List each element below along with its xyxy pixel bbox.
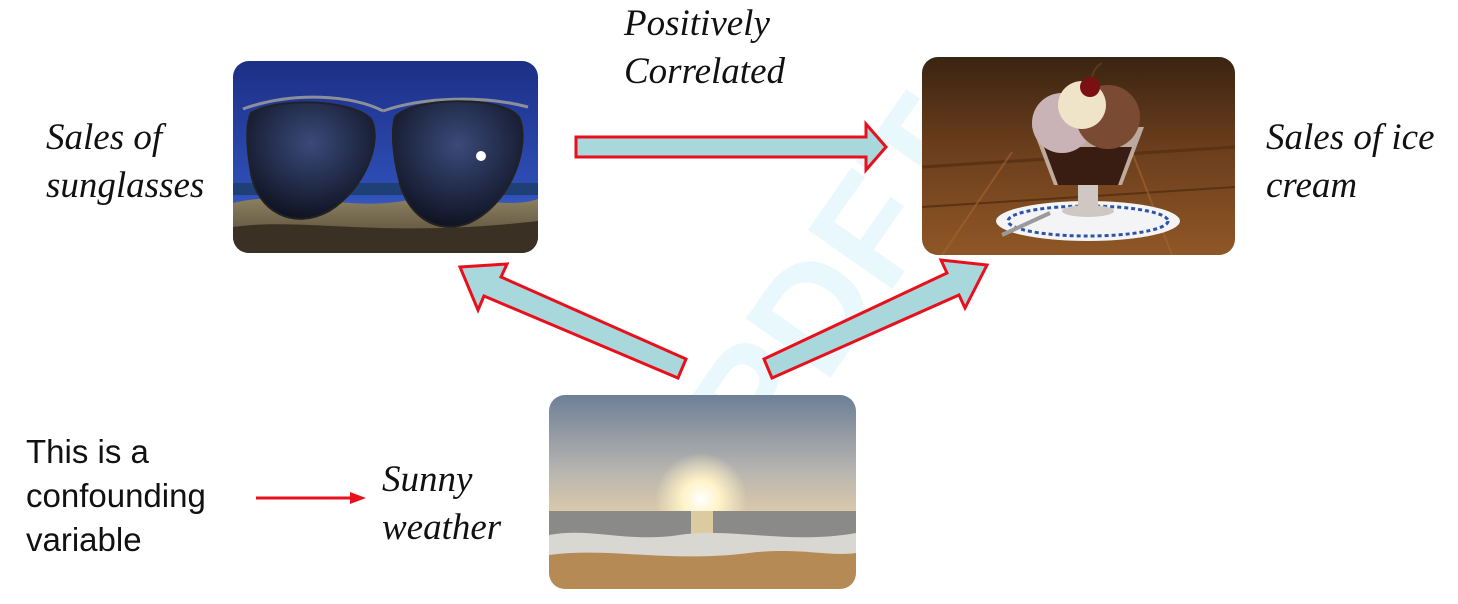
sunglasses-label: Sales of sunglasses — [46, 117, 205, 206]
correlation-label: Positively Correlated — [624, 3, 786, 92]
weather-to-sunglasses-arrow — [457, 262, 688, 380]
confounding-note: This is a confounding variable — [26, 433, 206, 558]
sunny-weather-label: Sunny weather — [382, 459, 502, 548]
ice-cream-label: Sales of ice cream — [1266, 117, 1435, 206]
correlation-arrow — [574, 119, 888, 175]
note-arrow-head — [350, 492, 366, 504]
sunny-weather-photo — [549, 395, 856, 589]
ice-cream-photo — [922, 57, 1235, 255]
sunglasses-photo — [233, 61, 538, 253]
weather-to-ice-cream-arrow — [762, 258, 990, 380]
